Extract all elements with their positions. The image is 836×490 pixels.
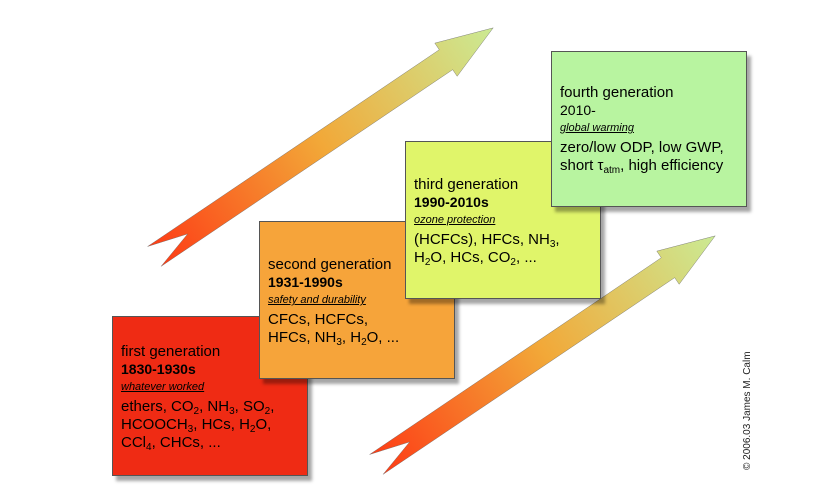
generation-years: 1830-1930s bbox=[121, 361, 196, 377]
refrigerant-line: HFCs, NH3, H2O, ... bbox=[268, 329, 400, 348]
generation-theme: whatever worked bbox=[121, 381, 205, 393]
generation-title: third generation bbox=[414, 176, 519, 193]
generation-title: second generation bbox=[268, 256, 392, 273]
generation-title: fourth generation bbox=[560, 84, 674, 101]
upper-arrow bbox=[143, 11, 504, 273]
lower-arrow bbox=[365, 219, 726, 481]
refrigerant-line: H2O, HCs, CO2, ... bbox=[414, 249, 537, 268]
generation-years: 1990-2010s bbox=[414, 194, 489, 210]
refrigerant-line: CCl4, CHCs, ... bbox=[121, 434, 221, 453]
refrigerant-line: HCOOCH3, HCs, H2O, bbox=[121, 416, 272, 435]
refrigerant-line: CFCs, HCFCs, bbox=[268, 311, 368, 328]
generation-theme: global warming bbox=[560, 122, 634, 134]
refrigerant-line: (HCFCs), HFCs, NH3, bbox=[414, 231, 560, 250]
generation-years: 1931-1990s bbox=[268, 274, 343, 290]
generation-box-fourth: fourth generation 2010- global warming z… bbox=[551, 51, 747, 207]
refrigerant-line: short τatm, high efficiency bbox=[560, 157, 724, 176]
generation-title: first generation bbox=[121, 343, 221, 360]
refrigerant-line: ethers, CO2, NH3, SO2, bbox=[121, 398, 275, 417]
copyright-notice: © 2006.03 James M. Calm bbox=[742, 351, 753, 470]
generation-theme: ozone protection bbox=[414, 214, 496, 226]
generation-theme: safety and durability bbox=[268, 294, 366, 306]
generation-years: 2010- bbox=[560, 102, 596, 118]
refrigerant-line: zero/low ODP, low GWP, bbox=[560, 139, 724, 156]
